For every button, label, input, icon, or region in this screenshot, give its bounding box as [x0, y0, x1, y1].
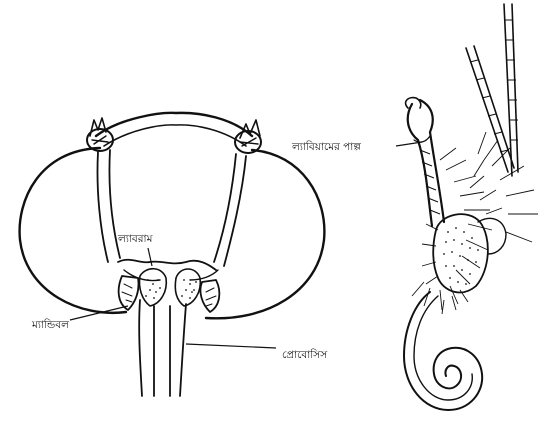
labrum-leader: [148, 248, 152, 266]
proboscis-leader: [186, 344, 276, 348]
labrum-shape: [118, 260, 216, 270]
right-compound-eye: [206, 150, 324, 318]
labrum-label: ল্যাবরাম: [117, 233, 154, 245]
head-side-view: ল্যাবিয়ামের পাল্প: [291, 4, 538, 410]
head-front-view: ল্যাবরাম ম্যান্ডিবল প্রোবোসিস: [20, 113, 329, 396]
coiled-proboscis: [404, 292, 482, 410]
labial-palp-label: ল্যাবিয়ামের পাল্প: [291, 140, 361, 153]
proboscis-tube-front: [139, 300, 186, 396]
mandibles: [119, 276, 220, 312]
labium-base: [433, 214, 506, 292]
labial-palp: [406, 98, 444, 226]
mandible-label: ম্যান্ডিবল: [31, 318, 70, 331]
proboscis-label: প্রোবোসিস: [282, 348, 328, 361]
antennae: [466, 4, 518, 176]
right-antenna-base: [235, 120, 261, 153]
maxillae-bases: [139, 269, 200, 306]
